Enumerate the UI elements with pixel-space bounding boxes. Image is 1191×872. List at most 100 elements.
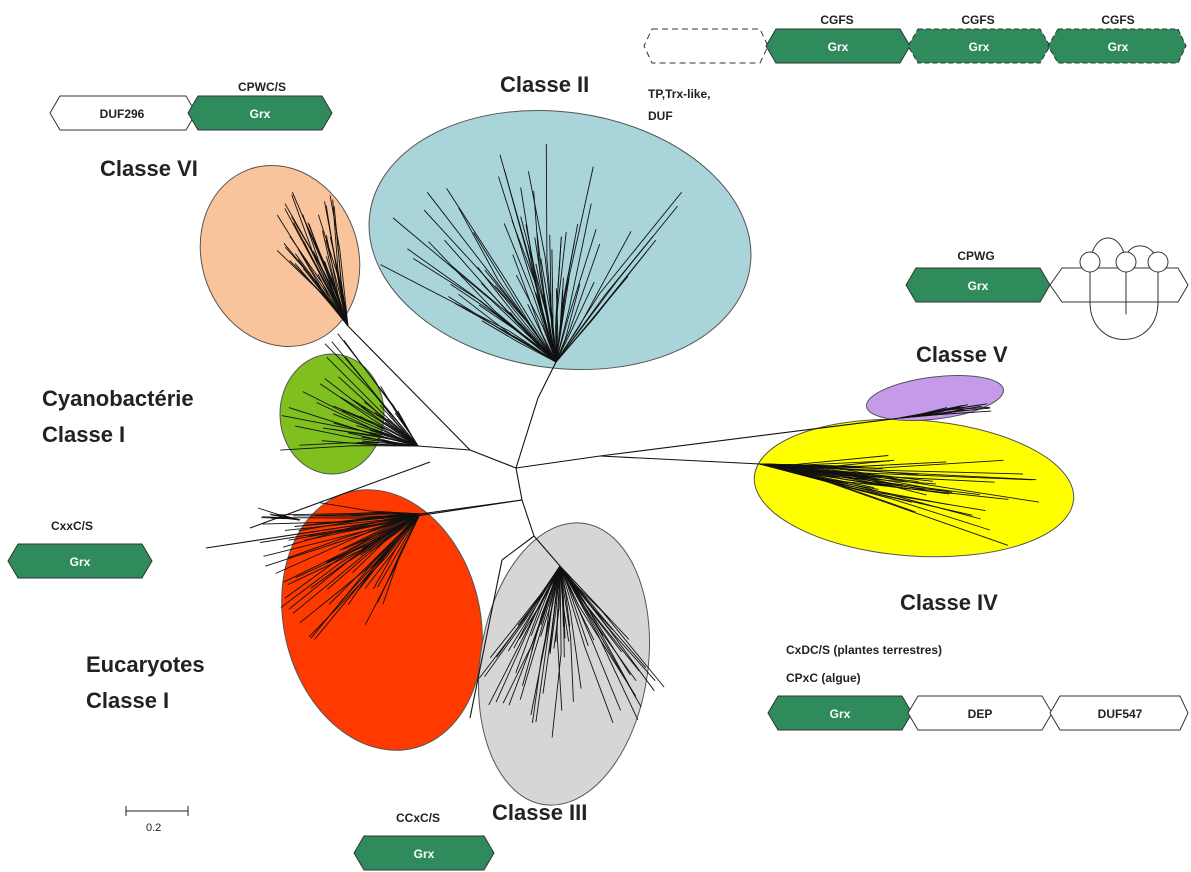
domain-grx	[187, 95, 333, 131]
domain-grx	[353, 835, 495, 871]
tree-leaf-branch	[331, 341, 419, 447]
tree-leaf-branch	[515, 274, 557, 363]
tree-leaf-branch	[559, 565, 574, 702]
tree-leaf-branch	[380, 264, 557, 363]
tree-leaf-branch	[759, 463, 986, 512]
tree-leaf-branch	[308, 513, 421, 638]
tree-leaf-branch	[332, 413, 419, 447]
motif-cgfs-3: CGFS	[1101, 13, 1134, 27]
tree-leaf-branch	[276, 512, 421, 516]
tree-leaf-branch	[559, 565, 647, 669]
tree-leaf-branch	[559, 565, 637, 682]
domain-duf296	[49, 95, 197, 131]
tree-leaf-branch	[559, 565, 655, 692]
tree-leaf-branch	[284, 513, 421, 599]
tree-leaf-branch	[559, 565, 595, 641]
domain-grx	[7, 543, 153, 579]
tree-leaf-branch	[355, 513, 421, 521]
architecture-classe-vi: CPWC/S DUF296 Grx	[49, 80, 333, 131]
tree-leaf-branch	[370, 513, 421, 552]
tree-leaf-branch	[287, 513, 421, 586]
tree-leaf-branch	[555, 565, 561, 643]
tree-leaf-branch	[291, 192, 349, 327]
tree-leaf-branch	[555, 231, 567, 363]
domain-duf547	[1049, 695, 1189, 731]
domain-dep-label: DEP	[968, 707, 993, 721]
tree-leaf-branch	[271, 514, 301, 521]
tree-leaf-branch	[899, 404, 979, 419]
extension-label-line1: TP,Trx-like,	[648, 87, 710, 101]
domain-grx	[767, 695, 913, 731]
domain-dep	[907, 695, 1053, 731]
tree-leaf-branch	[503, 223, 557, 363]
architecture-classe-v: CPWG Grx	[905, 237, 1189, 340]
tree-leaf-branch	[265, 513, 421, 567]
tree-leaf-branch	[527, 304, 557, 363]
clade-classe-ii-ellipse	[368, 109, 752, 371]
tree-leaf-branch	[519, 565, 561, 700]
motif-ccxc-s: CCxC/S	[396, 811, 440, 825]
tree-leaf-branch	[540, 258, 557, 363]
domain-grx-label: Grx	[414, 847, 435, 861]
domain-grx-dashed	[1047, 28, 1187, 64]
tree-leaf-branch	[555, 277, 564, 363]
tree-leaf-branch	[535, 263, 557, 363]
helix-2-icon	[1115, 251, 1137, 273]
tree-leaf-branch	[320, 502, 421, 515]
tree-leaf-branch	[759, 463, 874, 479]
motif-cgfs-1: CGFS	[820, 13, 853, 27]
motif-cpxc: CPxC (algue)	[786, 671, 861, 685]
tree-leaf-branch	[535, 565, 561, 723]
tree-leaf-branch	[392, 217, 557, 363]
tree-leaf-branch	[340, 396, 419, 447]
tree-leaf-branch	[555, 243, 601, 363]
tree-leaf-branch	[428, 241, 557, 363]
tree-leaf-branch	[555, 281, 595, 363]
tree-leaf-branch	[374, 393, 419, 447]
tree-leaf-branch	[555, 203, 592, 363]
tree-leaf-branch	[377, 513, 421, 588]
tree-leaf-branch	[507, 565, 561, 652]
tree-leaf-branch	[759, 463, 883, 470]
label-classe-iv: Classe IV	[900, 590, 998, 615]
tree-leaf-branch	[308, 513, 421, 537]
tree-leaf-branch	[387, 419, 419, 447]
tree-leaf-branch	[324, 378, 419, 447]
architecture-classe-iv: CxDC/S (plantes terrestres) CPxC (algue)…	[767, 643, 1189, 731]
helix-3-icon	[1147, 251, 1169, 273]
clade-classe-iii-ellipse	[478, 522, 650, 806]
tree-leaf-branch	[511, 220, 557, 363]
tree-leaf-branch	[315, 513, 421, 516]
label-classe-ii: Classe II	[500, 72, 589, 97]
motif-cxdc-s: CxDC/S (plantes terrestres)	[786, 643, 942, 657]
tree-leaf-branch	[337, 333, 419, 447]
domain-grx-label: Grx	[250, 107, 271, 121]
tree-leaf-branch	[423, 209, 557, 363]
tree-leaf-branch	[555, 239, 657, 363]
tree-leaf-branch	[551, 565, 562, 738]
tree-leaf-branch	[473, 232, 557, 363]
tree-leaf-branch	[288, 513, 421, 610]
tree-leaf-branch	[320, 383, 419, 447]
tree-leaf-branch	[477, 267, 557, 363]
tree-leaf-branch	[555, 229, 597, 363]
tree-leaf-branch	[299, 442, 419, 447]
tree-leaf-branch	[276, 214, 349, 327]
tree-leaf-branch	[759, 463, 973, 516]
scale-bar: 0.2	[125, 806, 189, 834]
tree-leaf-branch	[449, 263, 557, 363]
label-cyanobacteria-line1: Cyanobactérie	[42, 386, 194, 411]
tree-leaf-branch	[559, 565, 639, 720]
label-classe-iii: Classe III	[492, 800, 587, 825]
tree-leaf-branch	[335, 229, 349, 327]
label-eukaryotes-line1: Eucaryotes	[86, 652, 205, 677]
architecture-classe-i: CxxC/S Grx	[7, 519, 153, 579]
domain-grx-label: Grx	[968, 279, 989, 293]
domain-grx-label: Grx	[1108, 40, 1129, 54]
tree-leaf-branch	[382, 513, 421, 605]
tree-leaf-branch	[899, 407, 991, 419]
tree-leaf-branch	[555, 288, 559, 363]
tree-leaf-branch	[282, 513, 421, 548]
membrane-domain-icon	[1049, 267, 1189, 303]
